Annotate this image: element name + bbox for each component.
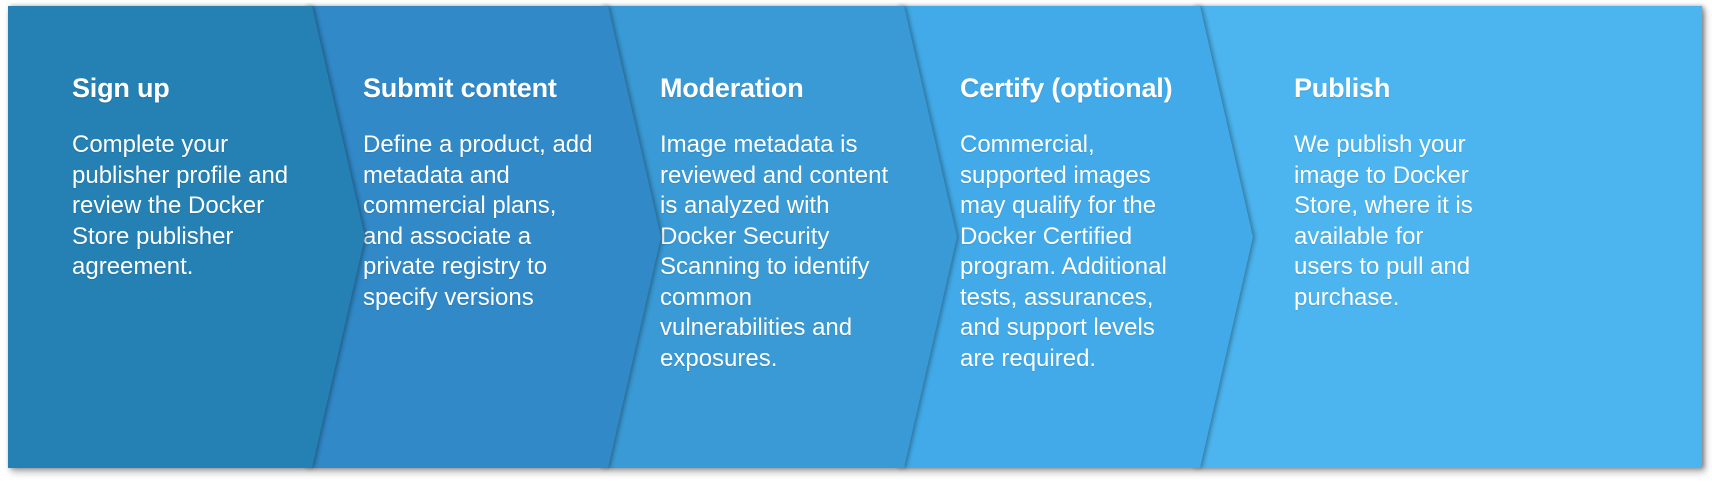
step-text-2: Submit content Define a product, add met… <box>304 6 604 468</box>
chevron-track: Sign up Complete your publisher profile … <box>8 6 1702 468</box>
step-title-5: Publish <box>1294 73 1391 103</box>
step-description-5: We publish your image to Docker Store, w… <box>1294 131 1473 311</box>
step-description-4: Commercial, supported images may qualify… <box>960 131 1167 372</box>
step-text-1: Sign up Complete your publisher profile … <box>8 6 298 468</box>
chevron-shape-5 <box>1192 6 1702 468</box>
step-title-2: Submit content <box>363 73 557 103</box>
process-step-5[interactable]: Publish We publish your image to Docker … <box>1192 6 1702 468</box>
step-description-1: Complete your publisher profile and revi… <box>72 131 289 280</box>
step-text-4: Certify (optional) Commercial, supported… <box>896 6 1196 468</box>
chevron-fill-1 <box>8 6 365 468</box>
step-title-4: Certify (optional) <box>960 73 1173 103</box>
process-step-2[interactable]: Submit content Define a product, add met… <box>304 6 661 468</box>
step-title-1: Sign up <box>72 73 170 103</box>
step-text-3: Moderation Image metadata is reviewed an… <box>600 6 900 468</box>
process-step-1[interactable]: Sign up Complete your publisher profile … <box>8 6 365 468</box>
chevron-fill-5 <box>1192 6 1702 468</box>
chevron-shape-1 <box>8 6 365 468</box>
step-description-2: Define a product, add metadata and comme… <box>363 131 593 311</box>
step-title-3: Moderation <box>660 73 804 103</box>
step-text-5: Publish We publish your image to Docker … <box>1192 6 1492 468</box>
step-description-3: Image metadata is reviewed and content i… <box>660 131 889 372</box>
